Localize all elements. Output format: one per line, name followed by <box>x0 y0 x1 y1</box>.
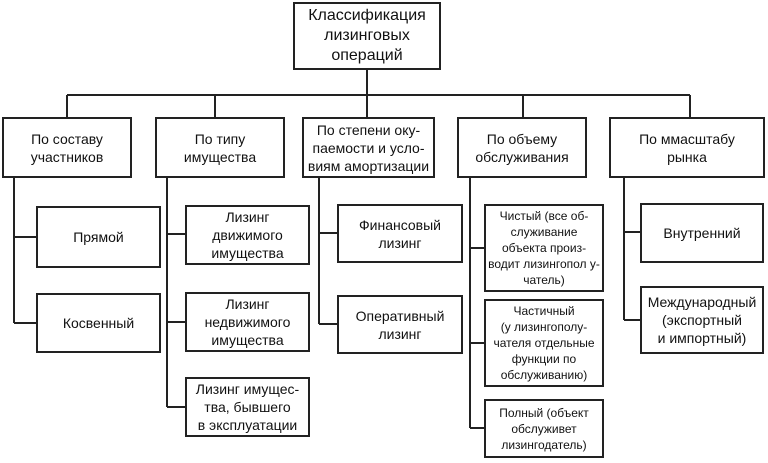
leaf-net-service: Чистый (все об- служивание объекта произ… <box>484 204 604 292</box>
root-node: Классификация лизинговых операций <box>293 2 441 70</box>
category-label: По ммасштабу рынка <box>639 130 735 165</box>
leaf-label: Чистый (все об- служивание объекта произ… <box>488 209 600 287</box>
leaf-used-property: Лизинг имущес- тва, бывшего в эксплуатац… <box>185 377 310 437</box>
category-service-volume: По объему обслуживания <box>457 117 587 178</box>
leaf-label: Финансовый лизинг <box>359 216 441 251</box>
leaf-international: Международный (экспортный и импортный) <box>640 286 764 354</box>
root-label: Классификация лизинговых операций <box>308 7 426 64</box>
category-label: По типу имущества <box>183 130 257 165</box>
leaf-label: Лизинг имущес- тва, бывшего в эксплуатац… <box>195 381 300 433</box>
leaf-full-service: Полный (объект обслуживет лизингодатель) <box>484 399 604 458</box>
leaf-real-estate: Лизинг недвижимого имущества <box>185 292 310 352</box>
leaf-label: Косвенный <box>62 315 135 331</box>
leaf-label: Прямой <box>73 229 124 245</box>
category-payback: По степени оку- паемости и усло- виям ам… <box>302 117 435 178</box>
leaf-indirect: Косвенный <box>36 293 161 353</box>
category-label: По составу участников <box>30 130 104 165</box>
category-label: По степени оку- паемости и усло- виям ам… <box>307 121 430 174</box>
leaf-label: Внутренний <box>663 225 741 241</box>
category-market-scale: По ммасштабу рынка <box>609 117 765 178</box>
leaf-partial-service: Частичный (у лизингополу- чателя отдельн… <box>484 299 604 387</box>
leaf-financial-leasing: Финансовый лизинг <box>337 204 463 263</box>
leaf-label: Полный (объект обслуживет лизингодатель) <box>499 405 589 452</box>
leaf-label: Частичный (у лизингополу- чателя отдельн… <box>493 304 595 382</box>
category-participants: По составу участников <box>2 117 132 178</box>
leaf-operational-leasing: Оперативный лизинг <box>337 295 463 354</box>
leaf-movable-property: Лизинг движимого имущества <box>185 205 310 265</box>
leaf-label: Лизинг недвижимого имущества <box>204 296 291 348</box>
leaf-label: Лизинг движимого имущества <box>211 209 284 261</box>
leaf-domestic: Внутренний <box>640 203 764 263</box>
leaf-label: Оперативный лизинг <box>355 307 445 342</box>
leaf-direct: Прямой <box>36 206 161 268</box>
leaf-label: Международный (экспортный и импортный) <box>647 294 757 346</box>
category-property-type: По типу имущества <box>155 117 285 178</box>
category-label: По объему обслуживания <box>475 130 569 165</box>
